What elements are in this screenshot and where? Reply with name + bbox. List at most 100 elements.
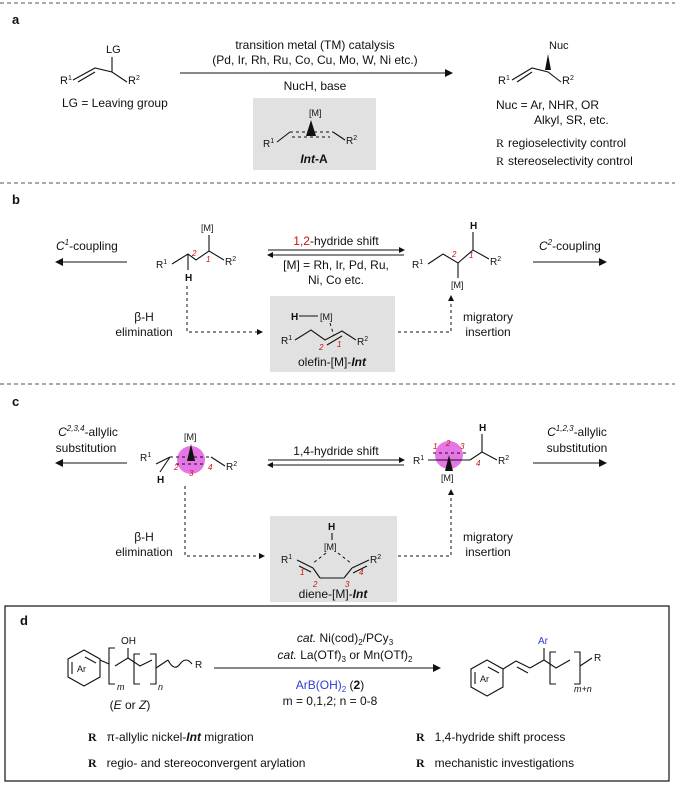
diene-int-label: diene-[M]-Int	[299, 587, 369, 601]
svg-text:1: 1	[337, 340, 341, 349]
svg-text:m: m	[117, 682, 125, 692]
svg-text:2: 2	[451, 250, 457, 259]
svg-text:4: 4	[476, 459, 481, 468]
ranges-label: m = 0,1,2; n = 0-8	[283, 694, 378, 708]
diene-int-structure: H [M] 1 2 3 4 R1 R2	[281, 522, 381, 589]
panel-d-frame	[4, 605, 670, 782]
metal-label: [M]	[309, 108, 322, 118]
panel-d-label: d	[20, 613, 28, 628]
panel-b-label: b	[12, 192, 20, 207]
svg-text:R1: R1	[412, 259, 423, 271]
migratory-label-c2: insertion	[465, 545, 510, 559]
svg-text:1: 1	[469, 251, 473, 260]
shift-14-label: 1,4-hydride shift	[293, 444, 379, 458]
wavy-bond	[167, 659, 193, 668]
condition-line-2: cat. La(OTf)3 or Mn(OTf)2	[278, 648, 413, 664]
beta-h-label-c2: elimination	[115, 545, 172, 559]
product-bracket-right	[574, 651, 581, 685]
svg-text:4: 4	[208, 463, 213, 472]
svg-text:R2: R2	[370, 554, 381, 566]
svg-text:R1: R1	[413, 455, 424, 467]
svg-text:1: 1	[433, 442, 437, 451]
svg-text:R: R	[594, 653, 601, 664]
svg-text:R1: R1	[263, 138, 274, 150]
reactant-allyl: LG R1 R2	[60, 44, 140, 87]
migratory-path-c	[398, 489, 454, 557]
svg-text:R2: R2	[562, 75, 574, 87]
catalysis-line-2: (Pd, Ir, Rh, Ru, Co, Cu, Mo, W, Ni etc.)	[212, 53, 417, 67]
bracket-n-left	[133, 653, 140, 685]
svg-text:2: 2	[191, 249, 197, 258]
beta-h-path-b	[186, 286, 263, 335]
r2-label: R2	[128, 75, 140, 87]
svg-text:3: 3	[460, 442, 465, 451]
svg-text:H: H	[479, 423, 486, 434]
svg-text:[M]: [M]	[184, 432, 197, 442]
svg-text:H: H	[470, 221, 477, 232]
c2-coupling-label: C2-coupling	[539, 238, 601, 253]
svg-text:R2: R2	[346, 135, 357, 147]
svg-text:2: 2	[312, 580, 318, 589]
panel-c-label: c	[12, 394, 19, 409]
svg-text:4: 4	[359, 568, 364, 577]
svg-text:R1: R1	[140, 452, 151, 464]
olefin-int-structure: H [M] 2 1 R1 R2	[281, 312, 368, 352]
aryl-ring	[67, 649, 101, 687]
panel-d: d Ar m OH n R (E or Z) cat. Ni(cod)2/PCy…	[4, 605, 670, 782]
svg-text:3: 3	[189, 469, 194, 478]
migratory-label-b2: insertion	[465, 325, 510, 339]
svg-text:n: n	[158, 682, 163, 692]
svg-text:R1: R1	[156, 259, 167, 271]
svg-text:R1: R1	[498, 75, 510, 87]
int-a-structure: [M] R1 R2	[263, 108, 357, 150]
svg-text:R2: R2	[498, 455, 509, 467]
panel-b: b C1-coupling [M] H 2 1 R1 R2 1,2-hydrid…	[12, 192, 607, 372]
svg-text:H: H	[157, 475, 164, 486]
c234-title-2: substitution	[56, 441, 117, 455]
svg-text:R2: R2	[225, 256, 236, 268]
svg-text:[M]: [M]	[201, 223, 214, 233]
conditions-label: NucH, base	[284, 79, 347, 93]
reagent-label: ArB(OH)2 (2)	[296, 678, 364, 694]
svg-text:H: H	[185, 273, 192, 284]
migratory-path-b	[398, 295, 454, 333]
svg-text:2: 2	[445, 439, 451, 448]
beta-h-label-b2: elimination	[115, 325, 172, 339]
svg-text:R1: R1	[281, 335, 292, 347]
svg-text:[M]: [M]	[324, 542, 337, 552]
panel-a: a LG R1 R2 LG = Leaving group transition…	[12, 12, 633, 170]
svg-text:3: 3	[345, 580, 350, 589]
beta-h-path-c	[184, 486, 265, 559]
structure-b-right: H [M] 2 1 R1 R2	[412, 221, 501, 290]
int-a-label: Int-A	[300, 152, 328, 166]
svg-text:1: 1	[206, 255, 210, 264]
bracket-n-right	[150, 653, 157, 685]
structure-b-left: [M] H 2 1 R1 R2	[156, 223, 236, 284]
leaving-group-label: LG	[106, 44, 121, 56]
migratory-label-b1: migratory	[463, 310, 513, 324]
olefin-int-label: olefin-[M]-Int	[298, 355, 367, 369]
svg-text:Ar: Ar	[538, 636, 549, 647]
shift-12-label: 1,2-hydride shift	[293, 234, 379, 248]
svg-text:[M]: [M]	[451, 280, 464, 290]
migratory-label-c1: migratory	[463, 530, 513, 544]
svg-text:Ar: Ar	[480, 674, 489, 684]
product-allyl: Nuc R1 R2	[498, 40, 574, 87]
catalysis-line-1: transition metal (TM) catalysis	[235, 38, 394, 52]
svg-text:R2: R2	[357, 336, 368, 348]
svg-text:Ar: Ar	[77, 664, 86, 674]
olefin-int-box	[270, 296, 395, 372]
condition-line-1: cat. Ni(cod)2/PCy3	[297, 631, 394, 647]
svg-text:R2: R2	[490, 256, 501, 268]
svg-text:[M]: [M]	[441, 473, 454, 483]
nuc-options-2: Alkyl, SR, etc.	[534, 113, 609, 127]
beta-h-label-c1: β-H	[134, 530, 154, 544]
nuc-options-1: Nuc = Ar, NHR, OR	[496, 98, 599, 112]
svg-text:R1: R1	[281, 554, 292, 566]
r1-label: R1	[60, 75, 72, 87]
